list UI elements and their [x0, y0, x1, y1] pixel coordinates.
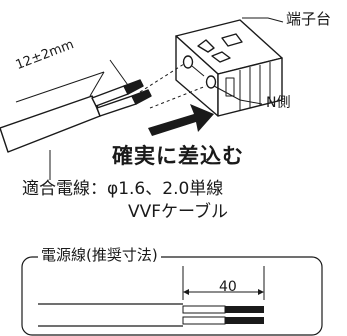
power-cable-diagram [21, 256, 323, 336]
dimension-value: 40 [219, 279, 237, 295]
power-cable-title: 電源線(推奨寸法) [38, 248, 161, 263]
guide-line-lower [149, 85, 207, 109]
terminal-leader-line [242, 17, 284, 23]
strip-length-dimension [15, 59, 131, 103]
vvf-cable [0, 79, 152, 153]
wire-spec-line2: VVFケーブル [128, 202, 229, 222]
terminal-block [175, 19, 283, 117]
terminal-block-label: 端子台 [286, 10, 332, 28]
guide-line-upper [139, 63, 185, 93]
n-side-label: N側 [266, 95, 291, 111]
insert-firmly-label: 確実に差込む [112, 144, 244, 168]
insert-arrow [148, 104, 214, 136]
n-side-leader-line [213, 85, 263, 105]
wire-spec-line1: 適合電線：φ1.6、2.0単線 [22, 179, 224, 199]
